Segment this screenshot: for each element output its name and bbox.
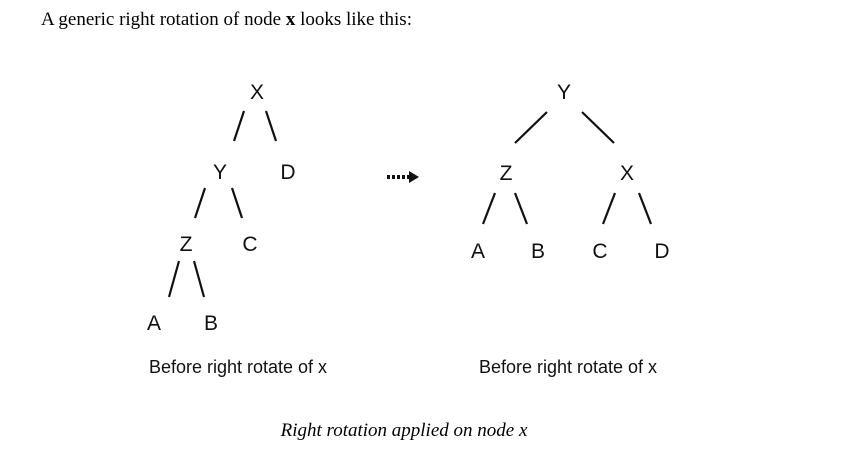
edge-x-y [232, 110, 246, 142]
intro-text-after: looks like this: [295, 9, 412, 30]
before-node-c: C [242, 233, 257, 256]
intro-text-before: A generic right rotation of node [41, 9, 286, 30]
after-node-b: B [531, 240, 545, 263]
before-node-a: A [147, 312, 161, 335]
after-tree: Y Z X A B C D Before right rotate of x [471, 81, 670, 377]
after-node-d: D [654, 240, 669, 263]
edge-y-c [230, 187, 244, 219]
after-node-y: Y [557, 81, 571, 104]
after-node-z: Z [500, 162, 513, 185]
before-tree: X Y D Z C A B Before right rotate of x [147, 81, 327, 377]
arrow-head [409, 171, 419, 183]
after-node-c: C [592, 240, 607, 263]
transition-arrow [387, 171, 419, 183]
edge-z-a [167, 260, 181, 298]
before-node-d: D [280, 161, 295, 184]
edge-z-b-after [513, 192, 529, 225]
edge-x-d [264, 110, 278, 142]
before-node-z: Z [180, 233, 193, 256]
after-tree-caption: Before right rotate of x [479, 357, 657, 377]
before-node-b: B [204, 312, 218, 335]
edge-x-d-after [637, 192, 653, 225]
edge-y-x-after [581, 111, 615, 144]
intro-bold-node: x [285, 9, 296, 30]
edge-x-c-after [601, 192, 617, 225]
after-node-x: X [620, 162, 634, 185]
edge-y-z [193, 187, 207, 219]
before-node-x: X [250, 81, 264, 104]
before-node-y: Y [213, 161, 227, 184]
before-tree-caption: Before right rotate of x [149, 357, 327, 377]
edge-y-z-after [514, 111, 548, 144]
edge-z-a-after [481, 192, 497, 225]
after-node-a: A [471, 240, 485, 263]
edge-z-b [192, 260, 206, 298]
intro-text: A generic right rotation of node x looks… [41, 9, 412, 31]
figure-caption: Right rotation applied on node x [280, 420, 528, 441]
